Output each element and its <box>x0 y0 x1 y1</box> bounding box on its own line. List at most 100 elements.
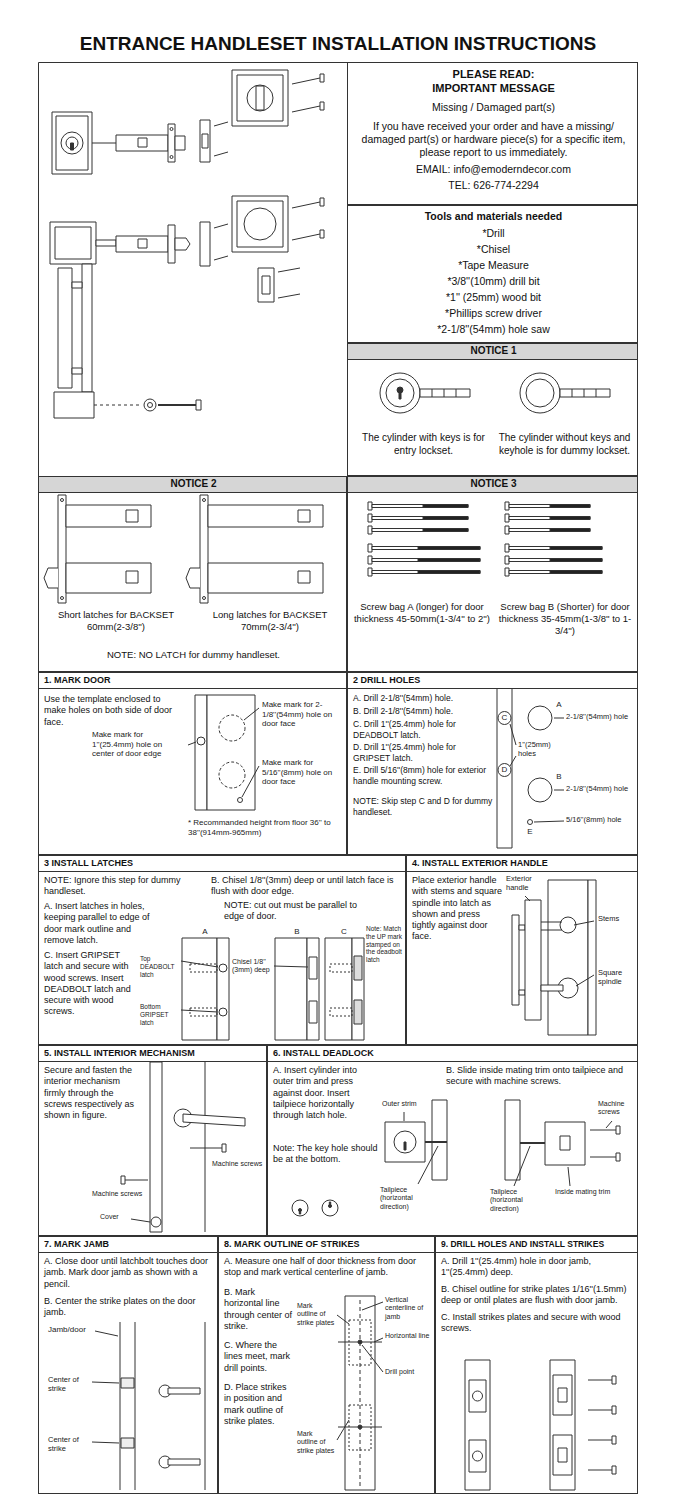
handleset-exploded-view <box>320 74 324 82</box>
deadlock-drawing <box>394 1131 416 1153</box>
interior-mechanism-drawing <box>125 1180 148 1181</box>
instruction-text: TEL: 626-774-2294 <box>348 179 639 192</box>
callout-letter: B <box>553 772 565 782</box>
instruction-text: Short latches for BACKSET 60mm(2-3/8'') <box>41 609 191 633</box>
latch-install-drawing <box>181 1010 218 1012</box>
strike-install-drawing <box>469 1380 486 1412</box>
interior-mechanism-drawing <box>222 1144 226 1152</box>
drill-hole-drawing <box>528 820 533 825</box>
instruction-panel: NOTICE 3Screw bag A (longer) for door th… <box>347 476 638 672</box>
instruction-text: E. Drill 5/16''(8mm) hole for exterior h… <box>353 765 493 786</box>
cylinder-drawing <box>596 389 597 397</box>
cylinder-drawing <box>399 390 401 399</box>
instruction-text: Use the template enclosed to make holes … <box>44 694 174 728</box>
handleset-exploded-view <box>72 282 82 288</box>
instruction-panel: NOTICE 1The cylinder with keys is for en… <box>347 343 638 476</box>
strike-install-drawing <box>465 1360 490 1490</box>
latch-drawing <box>61 499 64 502</box>
strike-install-drawing <box>588 1410 612 1411</box>
screw-drawing <box>509 529 590 532</box>
exterior-handle-drawing <box>519 990 525 995</box>
cylinder-drawing <box>420 389 470 397</box>
instruction-text: Long latches for BACKSET 70mm(2-3/4'') <box>195 609 345 633</box>
latch-install-drawing <box>181 938 364 1040</box>
instruction-text: The cylinder with keys is for entry lock… <box>356 432 491 457</box>
jamb-drawing <box>135 1322 136 1490</box>
handleset-exploded-view <box>175 136 185 150</box>
screw-drawing <box>550 517 590 520</box>
screw-drawing <box>550 547 602 550</box>
deadlock-drawing <box>432 1100 447 1180</box>
latch-install-drawing <box>330 964 352 972</box>
screw-drawing <box>418 547 480 550</box>
panel-heading: 4. INSTALL EXTERIOR HANDLE <box>412 858 634 869</box>
handleset-exploded-view <box>82 264 92 392</box>
handleset-exploded-view <box>244 208 276 240</box>
latch-install-drawing <box>190 964 217 972</box>
instruction-text: NOTE: cut out must be parallel to edge o… <box>224 900 374 923</box>
callout-label: Machine screws <box>598 1100 636 1117</box>
instruction-text: A. Drill 1''(25.4mm) hole in door jamb, … <box>441 1256 633 1279</box>
panel-heading: 2 DRILL HOLES <box>353 675 633 686</box>
jamb-drawing <box>92 1442 119 1443</box>
instruction-text: C. Where the lines meet, mark drill poin… <box>224 1340 296 1374</box>
latch-drawing <box>203 499 206 502</box>
instruction-text: NOTE: Skip step C and D for dummy handle… <box>353 796 493 817</box>
handleset-exploded-view <box>262 276 270 294</box>
callout-label: Top DEADBOLT latch <box>140 955 178 978</box>
interior-mechanism-drawing <box>151 1217 161 1227</box>
screw-drawing <box>550 571 602 574</box>
exterior-handle-drawing <box>512 915 519 1005</box>
screw-drawing <box>368 526 372 534</box>
instruction-text: B. Drill 2-1/8''(54mm) hole. <box>353 706 493 717</box>
exterior-handle-drawing <box>560 917 576 933</box>
handleset-exploded-view <box>72 368 82 374</box>
deadlock-drawing <box>616 1153 620 1161</box>
instruction-text: *Chisel <box>348 243 639 256</box>
jamb-drawing <box>168 1459 200 1465</box>
screw-drawing <box>509 571 602 574</box>
callout-label: Machine screws <box>212 1160 266 1168</box>
interior-mechanism-drawing <box>205 1062 206 1232</box>
strike-outline-drawing <box>337 1296 383 1490</box>
handleset-exploded-view <box>320 198 324 206</box>
handleset-exploded-view <box>278 294 300 298</box>
cylinder-drawing <box>526 379 554 407</box>
callout-label: Make mark for 2-1/8''(54mm) hole on door… <box>262 700 342 729</box>
instruction-text: EMAIL: info@emoderndecor.com <box>348 163 639 176</box>
latch-install-drawing <box>181 961 218 967</box>
callout-label: Mark outline of strike plates <box>297 1430 335 1455</box>
cylinder-drawing <box>444 389 445 397</box>
instruction-text: D. Place strikes in position and mark ou… <box>224 1382 296 1427</box>
latch-drawing <box>200 495 208 603</box>
callout-label: Chisel 1/8'' (3mm) deep <box>232 958 272 975</box>
jamb-drawing <box>121 1378 134 1388</box>
door-drawing <box>197 737 205 745</box>
door-drawing <box>219 762 245 788</box>
handleset-exploded-view <box>116 236 168 252</box>
message-panel: Tools and materials needed*Drill*Chisel*… <box>347 205 638 343</box>
instruction-text: B. Mark horizontal line through center o… <box>224 1287 296 1332</box>
callout-label: Horizontal line <box>385 1332 433 1340</box>
deadlock-drawing <box>590 1130 616 1131</box>
door-drawing <box>207 695 255 810</box>
strike-outline-drawing <box>337 1315 349 1324</box>
callout-label: 1''(25mm) holes <box>518 740 560 758</box>
strike-outline-drawing <box>358 1425 362 1429</box>
exterior-handle-drawing <box>574 921 594 925</box>
handleset-exploded-view <box>138 138 147 147</box>
panel-heading: Tools and materials needed <box>348 210 639 223</box>
instruction-text: B. Center the strike plates on the door … <box>44 1296 212 1319</box>
deadlock-drawing <box>560 1136 570 1150</box>
handleset-exploded-view <box>258 268 274 302</box>
screw-drawing <box>423 517 468 520</box>
screw-drawing <box>368 556 372 564</box>
screw-drawing <box>505 502 509 510</box>
callout-letter: C <box>499 713 511 723</box>
handleset-exploded-view <box>214 152 228 156</box>
cylinder-drawing <box>386 379 414 407</box>
deadlock-drawing <box>616 1126 620 1134</box>
instruction-text: Note: The key hole should be at the bott… <box>273 1143 378 1166</box>
exterior-handle-drawing <box>519 925 525 930</box>
